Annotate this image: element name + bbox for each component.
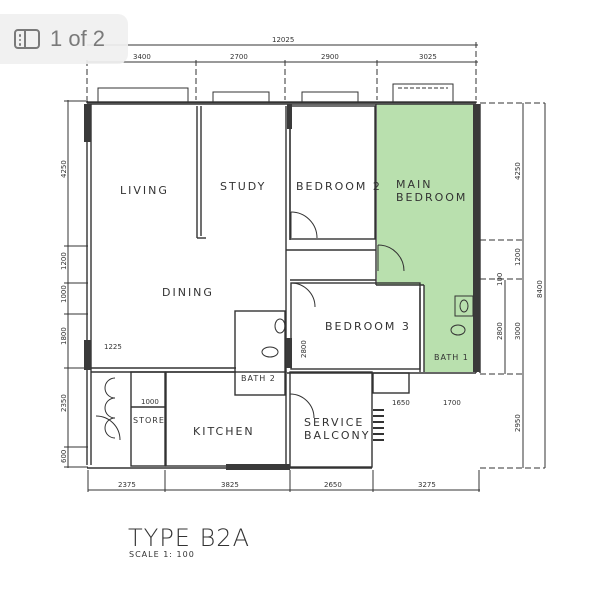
room-label-bedroom-2: BEDROOM 2: [296, 180, 382, 193]
room-label-store: STORE: [133, 416, 165, 425]
dim-bottom-4: 3275: [418, 481, 436, 489]
dim-left-3: 1000: [60, 285, 68, 303]
dim-top-3: 2900: [321, 53, 339, 61]
plan-title: TYPE B2A: [128, 524, 250, 552]
dim-bottom-1: 2375: [118, 481, 136, 489]
dim-top-2: 2700: [230, 53, 248, 61]
dim-left-1: 4250: [60, 160, 68, 178]
dim-inner-1000: 1000: [141, 398, 159, 406]
dim-top-4: 3025: [419, 53, 437, 61]
dim-inner-1225: 1225: [104, 343, 122, 351]
room-label-dining: DINING: [162, 286, 214, 299]
room-label-balcony: BALCONY: [304, 429, 371, 442]
plan-scale: SCALE 1: 100: [129, 550, 195, 559]
dim-left-5: 2350: [60, 394, 68, 412]
dim-right-2: 1200: [514, 248, 522, 266]
room-label-service: SERVICE: [304, 416, 364, 429]
main-bedroom-highlight: [377, 104, 473, 372]
dim-right-3: 100: [496, 273, 504, 286]
dim-bottom-3: 2650: [324, 481, 342, 489]
room-label-bath-2: BATH 2: [241, 374, 276, 383]
dim-top-1: 3400: [133, 53, 151, 61]
page-indicator[interactable]: 1 of 2: [0, 14, 128, 64]
dim-inner-1650: 1650: [392, 399, 410, 407]
page-count-label: 1 of 2: [50, 26, 106, 51]
room-label-main-bedroom-2: BEDROOM: [396, 191, 467, 204]
dim-inner-1700: 1700: [443, 399, 461, 407]
room-label-bath-1: BATH 1: [434, 353, 469, 362]
room-label-study: STUDY: [220, 180, 266, 193]
sidebar-icon[interactable]: [14, 29, 40, 49]
dim-left-6: 600: [60, 450, 68, 463]
dim-left-4: 1800: [60, 327, 68, 345]
dim-right-1: 4250: [514, 162, 522, 180]
dim-right-6: 2950: [514, 414, 522, 432]
dim-inner-2800: 2800: [300, 340, 308, 358]
room-label-main-bedroom: MAIN: [396, 178, 433, 191]
dim-top-total: 12025: [272, 36, 294, 44]
dim-left-2: 1200: [60, 252, 68, 270]
room-label-bedroom-3: BEDROOM 3: [325, 320, 411, 333]
dim-right-total: 8400: [536, 280, 544, 298]
room-label-kitchen: KITCHEN: [193, 425, 255, 438]
room-label-living: LIVING: [120, 184, 169, 197]
dim-right-5: 3000: [514, 322, 522, 340]
dim-bottom-2: 3825: [221, 481, 239, 489]
dim-right-4: 2800: [496, 322, 504, 340]
